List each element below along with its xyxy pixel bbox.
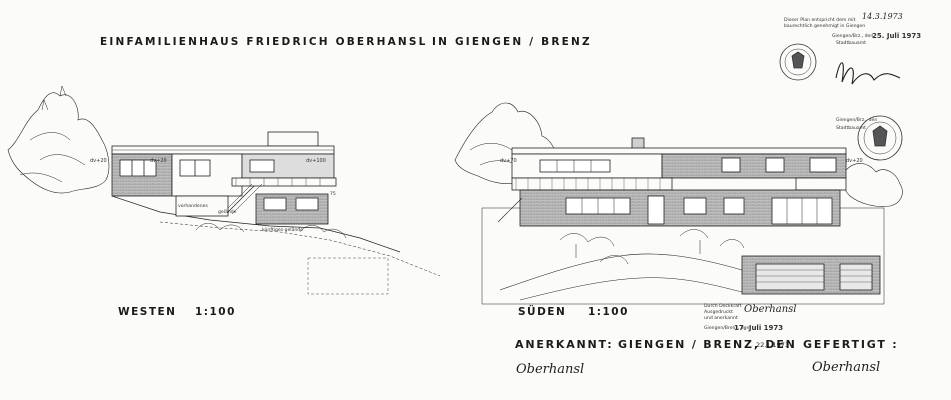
west-view-label: WESTEN — [118, 306, 177, 318]
drawing-stamp-line1: Durch Deckkraft — [704, 304, 742, 309]
plan-title-owner: EINFAMILIENHAUS FRIEDRICH OBERHANSL — [100, 36, 428, 48]
approval-stamp-office: Stadtbauamt — [836, 41, 866, 46]
west-ground-label-2: gelände — [218, 210, 237, 215]
drawing-stamp-line3: und anerkannt — [704, 316, 738, 321]
approval-seal-side — [857, 115, 903, 161]
footer-place: GIENGEN / BRENZ, DEN — [618, 338, 797, 351]
west-ground — [111, 195, 401, 253]
footer-gefertigt: GEFERTIGT : — [803, 338, 899, 351]
south-dv-right: dv+20 — [846, 158, 863, 164]
approval-stamp-line1: Dieser Plan entspricht dem mit — [784, 18, 856, 23]
west-ground-label-1: vorhandenes — [178, 204, 208, 209]
south-view-scale: 1:100 — [588, 306, 629, 318]
west-dv-right: dv+100 — [306, 158, 326, 164]
drawing-stamp-signature: Oberhansl — [744, 304, 797, 315]
south-view-label: SÜDEN — [518, 306, 567, 318]
approval-seal-top — [779, 43, 817, 81]
approval-stamp-handwritten-date: 14.3.1973 — [862, 12, 903, 21]
west-height-label: 75 — [330, 192, 336, 197]
west-elevation — [7, 85, 441, 295]
approval-signature-mark — [835, 62, 901, 85]
approval-stamp-place-2: Giengen/Brz., den — [836, 118, 878, 123]
footer-anerkannt: ANERKANNT: — [515, 338, 614, 351]
footer-date: 22.1.1973 — [756, 341, 790, 349]
south-trees-right — [842, 163, 903, 207]
approval-stamp-office-2: Stadtbauamt — [836, 126, 866, 131]
west-dv-left: dv+20 — [90, 158, 107, 164]
plan-title-location: IN GIENGEN / BRENZ — [432, 36, 592, 48]
drawing-stamp-place: Giengen/Brenz, den — [704, 326, 750, 331]
west-view-scale: 1:100 — [195, 306, 236, 318]
west-stair — [225, 185, 255, 215]
drawing-stamp-date: 17. Juli 1973 — [734, 324, 784, 332]
south-elevation — [454, 102, 903, 305]
west-dv-mid: dv+20 — [150, 158, 167, 164]
south-dv-left: dv+70 — [500, 158, 517, 164]
footer-signature-left: Oberhansl — [516, 362, 585, 377]
approval-stamp-place: Giengen/Brz., den — [832, 34, 874, 39]
approval-stamp-date: 25. Juli 1973 — [872, 32, 922, 40]
west-ground-label-3: künftiges gelände — [262, 228, 304, 233]
footer-signature-right: Oberhansl — [812, 360, 881, 375]
west-trees — [7, 92, 110, 194]
approval-stamp-line2: baurechtlich genehmigt in Giengen — [784, 24, 866, 29]
drawing-stamp-line2: Ausgedruckt — [704, 310, 733, 315]
